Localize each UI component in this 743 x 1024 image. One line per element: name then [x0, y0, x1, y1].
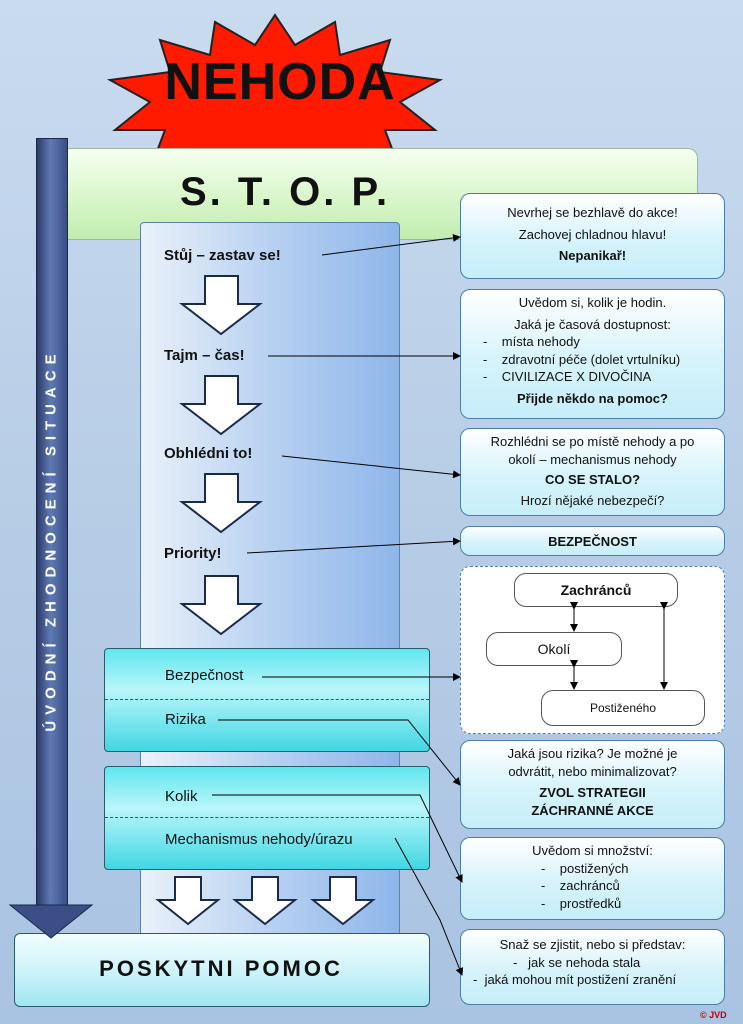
r8-item: - jaká mohou mít postižení zranění [473, 972, 677, 988]
r8-line1: Snaž se zjistit, nebo si představ: [499, 937, 686, 952]
r2-line2: Jaká je časová dostupnost: [514, 316, 671, 332]
r1-line1: Nevrhej se bezhlavě do akce! [507, 205, 678, 220]
r6-line1: Jaká jsou rizika? Je možné je [507, 746, 678, 761]
assessment-label: ÚVODNÍ ZHODNOCENÍ SITUACE [42, 348, 60, 732]
r2-item: - CIVILIZACE X DIVOČINA [483, 369, 652, 385]
box-safety-risks: Bezpečnost Rizika [104, 648, 430, 752]
r4-bold: BEZPEČNOST [548, 534, 637, 549]
r1-bold: Nepanikař! [558, 248, 627, 264]
r6-bold2: ZÁCHRANNÉ AKCE [531, 802, 654, 818]
step-obhledni: Obhlédni to! [164, 445, 253, 462]
r2-bold: Přijde někdo na pomoc? [517, 390, 668, 406]
pill-zachrancu: Zachránců [514, 573, 678, 607]
label-rizika: Rizika [165, 711, 206, 728]
pill-postizeneho: Postiženého [541, 690, 705, 726]
bottom-box [14, 933, 430, 1007]
stop-title: S. T. O. P. [180, 170, 391, 214]
step-tajm: Tajm – čas! [164, 347, 245, 364]
r2-item: - místa nehody [483, 334, 580, 350]
nehoda-title: NEHODA [164, 53, 396, 111]
r1-line2: Zachovej chladnou hlavu! [518, 226, 667, 242]
info-box-obhledni: Rozhlédni se po místě nehody a po okolí … [460, 428, 725, 516]
r7-item: - prostředků [541, 895, 622, 911]
r7-line1: Uvědom si množství: [532, 843, 653, 858]
r2-item: - zdravotní péče (dolet vrtulníku) [483, 351, 681, 367]
step-stuj: Stůj – zastav se! [164, 247, 281, 264]
box-count-mechanism: Kolik Mechanismus nehody/úrazu [104, 766, 430, 870]
info-box-kolik: Uvědom si množství: - postižených - zach… [460, 837, 725, 920]
r3-line3: Hrozí nějaké nebezpečí? [520, 492, 665, 508]
bottom-title: POSKYTNI POMOC [99, 956, 343, 981]
assessment-bar [36, 138, 68, 908]
r7-item: - zachránců [541, 878, 620, 894]
r2-line1: Uvědom si, kolik je hodin. [518, 295, 667, 310]
pill-okoli: Okolí [486, 632, 622, 666]
nehoda-burst [106, 13, 444, 180]
divider [105, 817, 429, 818]
info-box-tajm: Uvědom si, kolik je hodin. Jaká je časov… [460, 289, 725, 419]
r3-line1: Rozhlédni se po místě nehody a po [490, 434, 695, 449]
label-bezpecnost: Bezpečnost [165, 667, 244, 684]
r6-bold1: ZVOL STRATEGII [539, 785, 646, 801]
info-box-priority: BEZPEČNOST [460, 526, 725, 556]
r3-bold: CO SE STALO? [544, 472, 641, 488]
r8-item: - jak se nehoda stala [513, 954, 641, 970]
r6-line2: odvrátit, nebo minimalizovat? [508, 763, 677, 779]
step-priority: Priority! [164, 545, 222, 562]
copyright: © JVD [700, 1010, 727, 1020]
info-box-rizika: Jaká jsou rizika? Je možné je odvrátit, … [460, 740, 725, 829]
label-mechanismus: Mechanismus nehody/úrazu [165, 831, 353, 848]
r3-line2: okolí – mechanismus nehody [508, 451, 677, 467]
label-kolik: Kolik [165, 788, 198, 805]
info-box-mechanismus: Snaž se zjistit, nebo si představ: - jak… [460, 929, 725, 1005]
r7-item: - postižených [541, 860, 629, 876]
info-box-stuj: Nevrhej se bezhlavě do akce! Zachovej ch… [460, 193, 725, 279]
divider [105, 699, 429, 700]
